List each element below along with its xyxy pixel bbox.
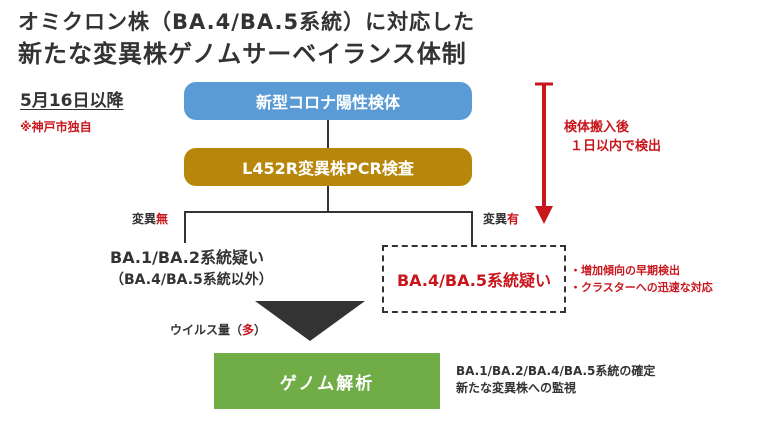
timing-arrow-tip: [535, 206, 553, 224]
timing-label-line-2: １日以内で検出: [570, 139, 662, 154]
pcr-test-box: L452R変異株PCR検査: [184, 148, 472, 186]
connector-pcr-branch: [327, 186, 329, 212]
branch-left-line: [184, 211, 186, 243]
positive-action-1: ・増加傾向の早期検出: [570, 264, 680, 277]
no-mutation-mark: 無: [156, 212, 169, 226]
connector-specimen-pcr: [327, 120, 329, 148]
mutation-prefix: 変異: [483, 212, 508, 226]
positive-result-box: BA.4/BA.5系統疑い: [382, 245, 566, 313]
branch-horizontal-line: [184, 211, 472, 213]
funnel-triangle-shape: [255, 301, 365, 341]
positive-actions: ・増加傾向の早期検出 ・クラスターへの迅速な対応: [570, 262, 713, 296]
negative-result-line-1: BA.1/BA.2系統疑い: [110, 248, 265, 267]
start-date-label: 5月16日以降: [20, 91, 124, 111]
genome-outcome-line-2: 新たな変異株への監視: [456, 381, 577, 395]
virus-amount-suffix: ）: [254, 323, 267, 337]
title-line-2: 新たな変異株ゲノムサーベイランス体制: [18, 40, 467, 68]
genome-analysis-box: ゲノム解析: [214, 353, 440, 409]
kobe-only-note: ※神戸市独自: [20, 120, 92, 134]
branch-right-line: [471, 211, 473, 245]
genome-outcome: BA.1/BA.2/BA.4/BA.5系統の確定 新たな変異株への監視: [456, 363, 655, 397]
mutation-label: 変異有: [483, 210, 519, 227]
timing-label-line-1: 検体搬入後: [564, 120, 630, 135]
no-mutation-prefix: 変異: [132, 212, 157, 226]
mutation-mark: 有: [507, 212, 520, 226]
negative-result: BA.1/BA.2系統疑い （BA.4/BA.5系統以外）: [110, 247, 273, 291]
negative-result-line-2: （BA.4/BA.5系統以外）: [110, 272, 273, 288]
timing-arrow: [535, 82, 553, 224]
virus-amount-mark: 多: [242, 323, 255, 337]
no-mutation-label: 変異無: [132, 210, 168, 227]
funnel-triangle: [255, 301, 365, 341]
virus-amount-label: ウイルス量（多）: [170, 321, 266, 338]
positive-action-2: ・クラスターへの迅速な対応: [570, 281, 713, 294]
timing-label: 検体搬入後 １日以内で検出: [564, 118, 661, 156]
title-line-1: オミクロン株（BA.4/BA.5系統）に対応した: [18, 10, 476, 34]
genome-outcome-line-1: BA.1/BA.2/BA.4/BA.5系統の確定: [456, 364, 656, 378]
specimen-box: 新型コロナ陽性検体: [184, 82, 472, 120]
virus-amount-prefix: ウイルス量（: [170, 323, 243, 337]
